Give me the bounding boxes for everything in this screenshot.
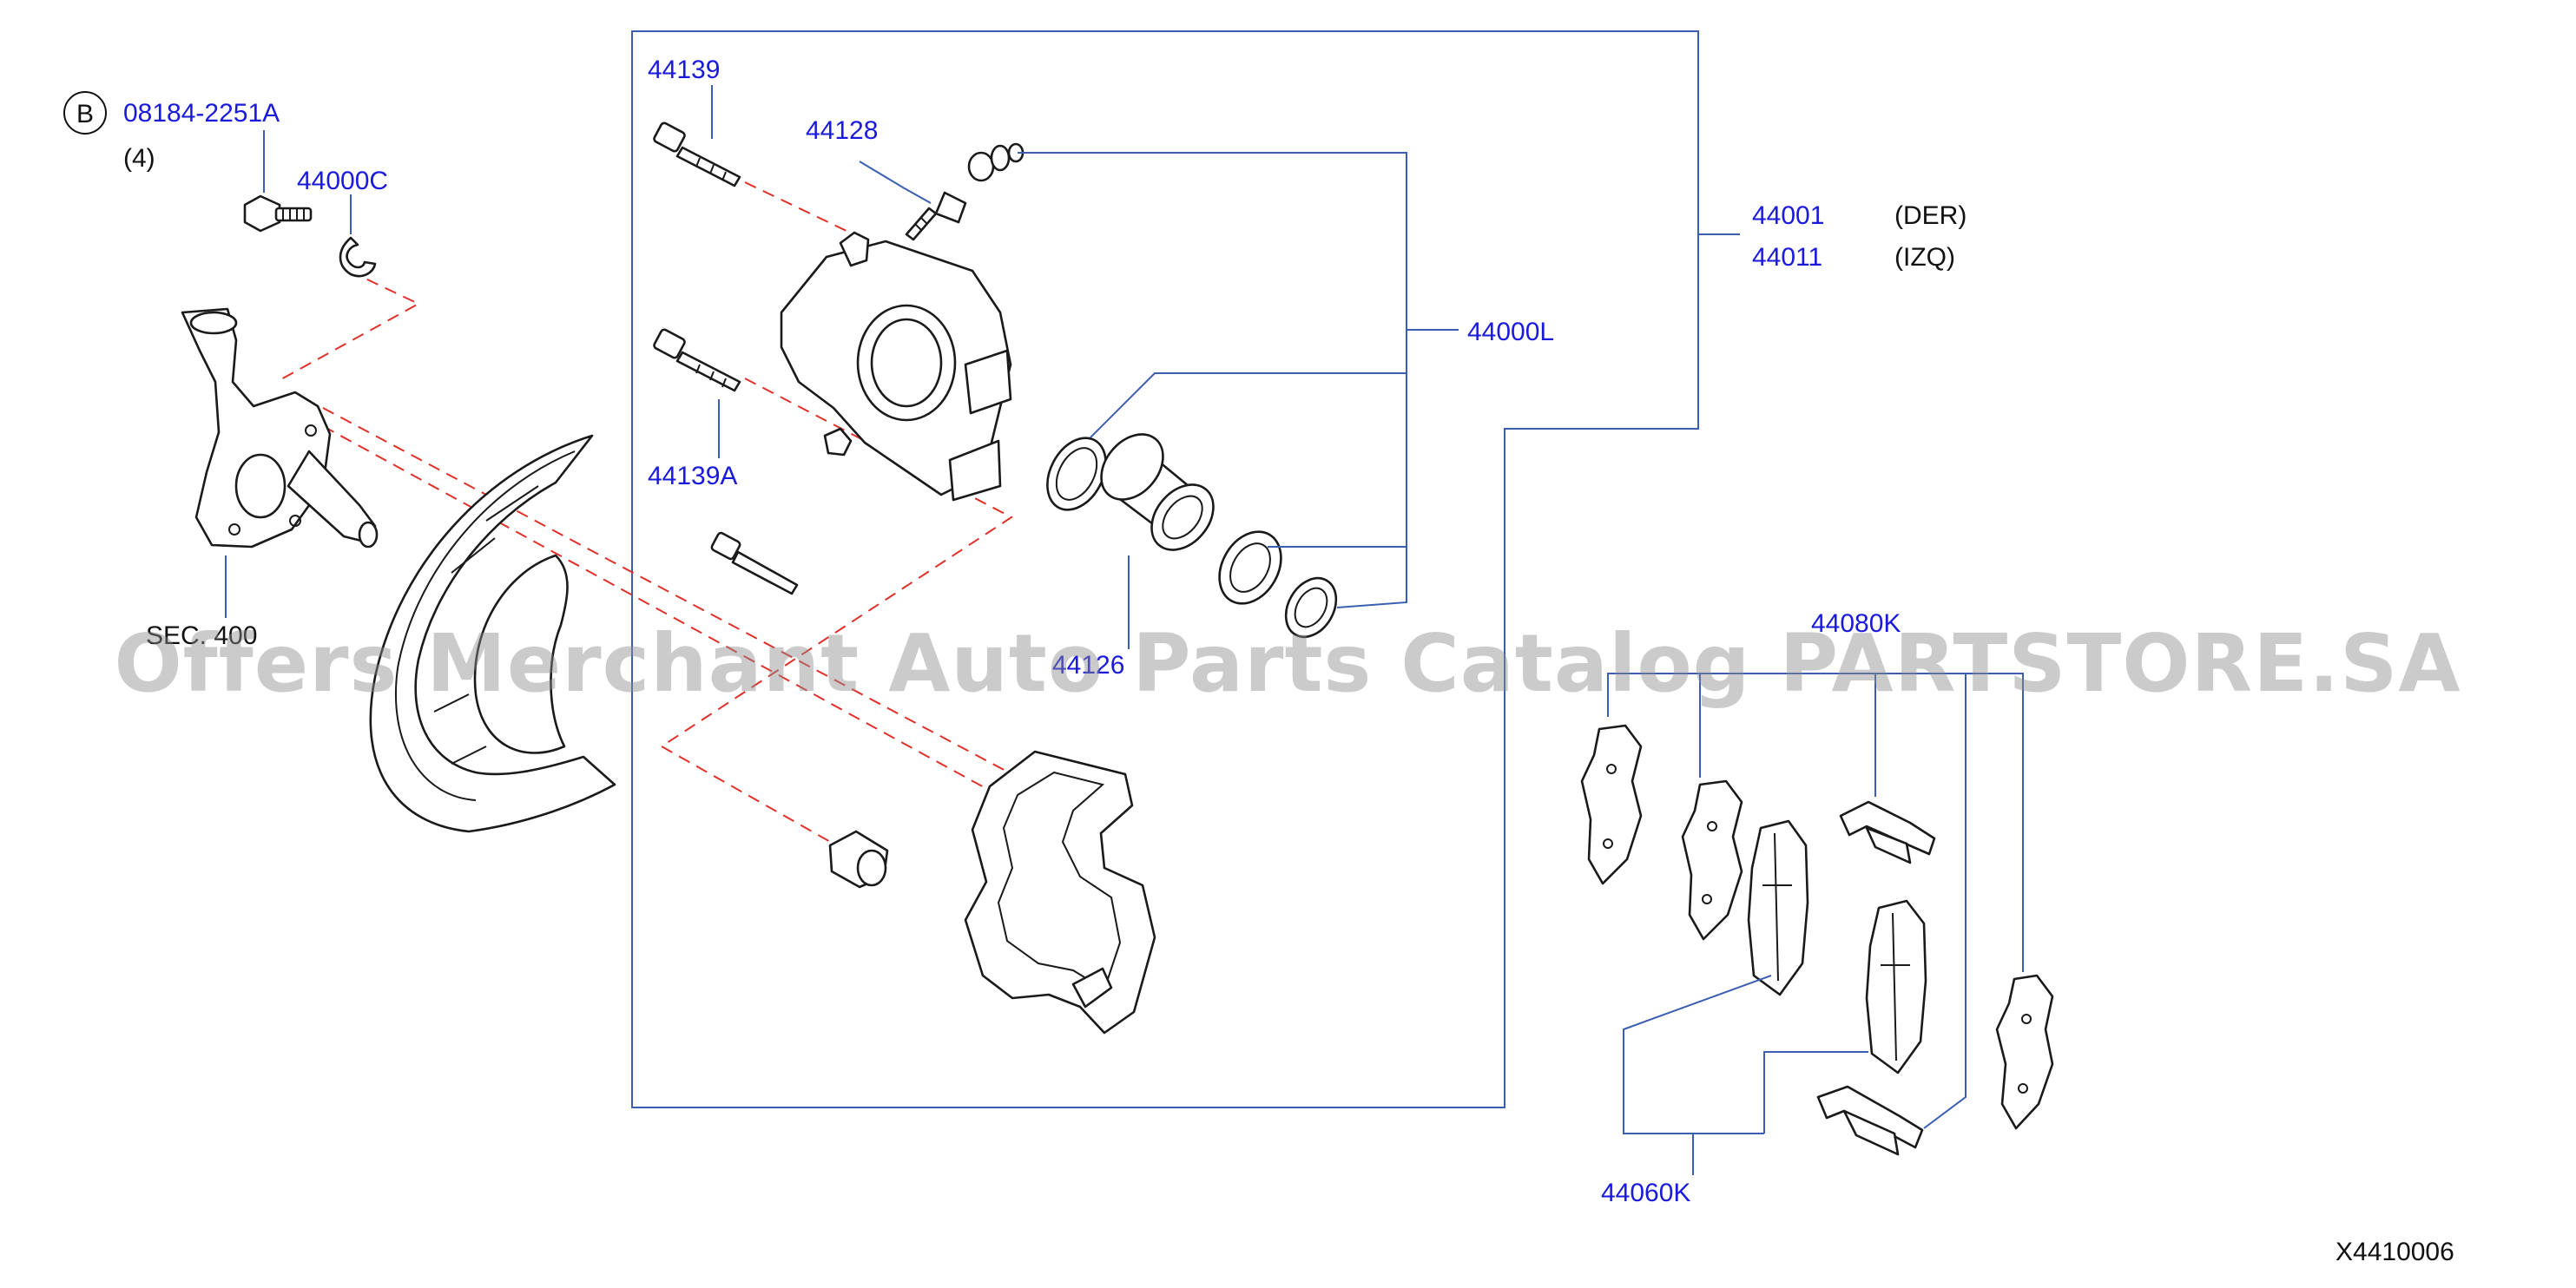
seal-kit-leaders bbox=[1018, 152, 1459, 608]
piston bbox=[1100, 433, 1215, 551]
label-section-ref[interactable]: SEC. 400 bbox=[146, 621, 257, 650]
caliper-body bbox=[780, 231, 1012, 502]
label-bolt-part[interactable]: 08184-2251A bbox=[123, 99, 280, 128]
caliper-assembly-frame bbox=[631, 30, 1699, 1108]
pad-shim-inner bbox=[1995, 974, 2054, 1130]
pad-clip-upper bbox=[1839, 800, 1936, 864]
brake-pad-outer bbox=[1747, 819, 1809, 996]
pad-shim-outer-2 bbox=[1681, 779, 1743, 941]
lock-washer bbox=[339, 236, 377, 278]
brake-pad-inner bbox=[1865, 899, 1927, 1074]
label-piston[interactable]: 44126 bbox=[1052, 651, 1124, 680]
steering-knuckle bbox=[181, 307, 379, 549]
guide-pin-middle bbox=[710, 531, 799, 595]
label-caliper-left[interactable]: 44011 bbox=[1752, 243, 1822, 272]
label-caliper-right[interactable]: 44001 bbox=[1752, 201, 1824, 230]
label-caliper-right-side: (DER) bbox=[1894, 201, 1967, 230]
label-guide-pin-a[interactable]: 44139A bbox=[648, 462, 737, 490]
hardware-kit-leaders bbox=[1607, 673, 2024, 1129]
label-hardware-kit[interactable]: 44080K bbox=[1811, 609, 1901, 638]
pad-kit-leaders bbox=[1623, 975, 1868, 1175]
label-bleeder[interactable]: 44128 bbox=[806, 116, 878, 145]
watermark-text: Offers Merchant Auto Parts Catalog PARTS… bbox=[114, 617, 2461, 710]
label-pad-kit[interactable]: 44060K bbox=[1601, 1179, 1690, 1207]
dust-shield bbox=[369, 434, 616, 833]
boot-ring bbox=[1284, 576, 1338, 639]
label-washer[interactable]: 44000C bbox=[297, 167, 388, 195]
slide-pin-boot bbox=[828, 830, 889, 889]
bolt-callout-circle bbox=[63, 91, 107, 135]
guide-pin-upper bbox=[653, 122, 741, 187]
label-bolt-qty: (4) bbox=[123, 144, 155, 173]
bolt-callout-letter: B bbox=[76, 100, 94, 128]
figure-id: X4410006 bbox=[2336, 1238, 2454, 1266]
caliper-bracket bbox=[964, 750, 1156, 1035]
bleeder-screw bbox=[905, 191, 967, 241]
piston-boot bbox=[1218, 530, 1282, 605]
label-seal-kit[interactable]: 44000L bbox=[1467, 318, 1554, 346]
pad-clip-lower bbox=[1816, 1085, 1924, 1156]
label-guide-pin[interactable]: 44139 bbox=[648, 56, 720, 84]
piston-seal-ring bbox=[1046, 437, 1107, 511]
pad-shim-outer-1 bbox=[1580, 724, 1643, 885]
bleeder-leader bbox=[859, 161, 932, 204]
bleeder-cap bbox=[967, 142, 1024, 182]
mounting-bolt bbox=[243, 194, 313, 233]
guide-pin-lower bbox=[653, 328, 741, 392]
label-caliper-left-side: (IZQ) bbox=[1894, 243, 1955, 272]
